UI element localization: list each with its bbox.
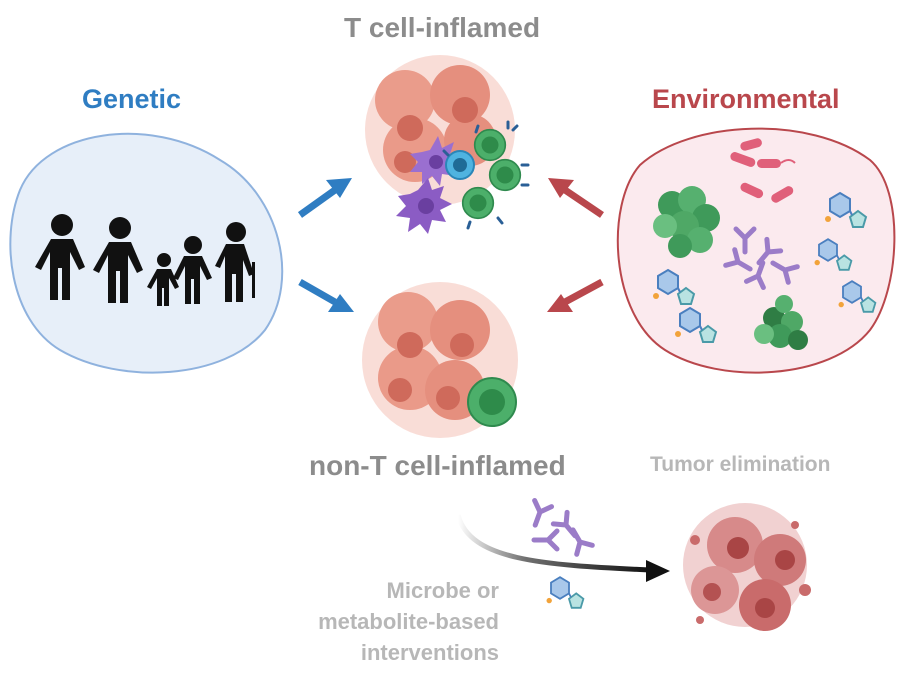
non-t-cell-inflamed-label: non-T cell-inflamed [309,450,566,481]
interventions-line-2: metabolite-based [318,609,499,634]
family-icon [35,214,255,306]
interventions-line-3: interventions [360,640,499,665]
genetic-label: Genetic [82,84,182,114]
antibody-icon [527,500,593,554]
t-cell-icon [442,120,530,230]
tumor-elimination-label: Tumor elimination [650,453,831,476]
metabolite-icon [545,576,585,609]
arrow-icon [297,178,604,312]
tumor-debris-icon [683,503,811,631]
t-cell-inflamed-label: T cell-inflamed [344,12,541,43]
arrow-icon [455,514,670,582]
microbe-cluster-icon [653,186,808,350]
t-cell-icon [467,377,517,427]
interventions-line-1: Microbe or [386,578,499,603]
bacteria-icon [730,138,796,203]
environmental-label: Environmental [652,84,840,114]
interventions-label: Microbe or metabolite-based intervention… [283,575,499,668]
genetic-region [9,132,284,374]
